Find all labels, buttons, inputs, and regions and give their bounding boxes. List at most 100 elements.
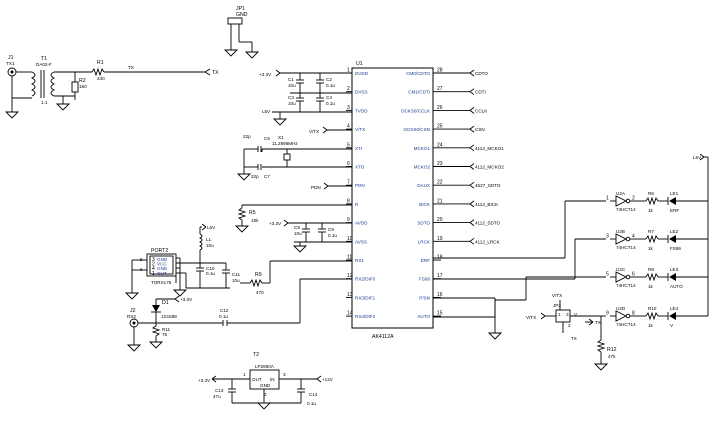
led-ref: LE4 [670,306,679,311]
r11-value: 75 [162,332,168,337]
u1-pin-num: 19 [437,236,443,242]
u1-pin-name: PDN [355,183,365,188]
net-port-arrow-icon [469,219,475,226]
r9-resistor [249,278,263,288]
jp2-ref: JP2 [553,303,561,308]
u1-pin-name: OCKS0/CCLK [401,108,431,113]
power-l5v-label: L5V [262,109,271,114]
net-port-arrow-icon [469,144,475,152]
t2-body [249,369,280,390]
net-label: 4527_SDTO [475,183,501,188]
j1-label: TX1 [6,61,15,66]
resistor-ref: R10 [648,306,657,311]
led-ref: LE1 [670,191,679,196]
u1-pin-num: 12 [347,273,353,279]
port2-ref: PORT2 [151,248,168,254]
u1-pin-num: 9 [347,217,350,223]
d1-part: 1S1588 [161,314,177,319]
u1-pin-num: 17 [437,273,443,279]
r5-value: 18k [251,218,259,223]
u1-pin-num: 10 [347,236,353,242]
port2-pin6: 6 [140,267,143,272]
t2-part: LP2950A [255,364,275,369]
ground-symbol [236,173,252,181]
pdn-label: PDN [311,185,321,190]
l1-value: 10u [206,243,214,248]
tx-net-label: TX [128,65,134,70]
resistor-icon [645,272,659,282]
r11-ref: R11 [162,327,171,332]
u1-pin-num: 13 [347,292,353,298]
u1-pin-name: TVDD [355,108,368,113]
c5-value: 22p [243,134,251,139]
u1-pin-num: 20 [437,217,443,223]
c12-ref: C12 [220,308,229,313]
u1-pin-name: RX2/DIF0 [355,277,376,282]
inverter-in-pin: 3 [606,234,609,240]
c4-value: 0.1u [326,101,335,106]
u1-pin-num: 1 [347,68,350,74]
led-signal-label: AUTO [670,284,683,289]
r1-resistor [91,67,105,77]
c9-value: 0.1u [328,233,337,238]
u1-pin-num: 26 [437,105,443,111]
c11-value: 10u [232,278,240,283]
u1-pin-name: OCKS0/CSN [403,127,430,132]
u1-pin-name: AUTO [417,314,430,319]
c3-ref: C3 [288,95,294,100]
x1-ref: X1 [278,135,284,140]
ground-symbol [272,118,288,126]
port2-part: TORX176 [151,280,172,285]
u1-pin-num: 15 [437,311,443,317]
u1-pin-num: 4 [347,124,350,130]
c10-value: 0.1u [206,271,215,276]
inverter-ref: U2B [616,229,625,234]
vtx-label: V/TX [309,129,319,134]
u1-pin-name: RX3/DIF1 [355,295,376,300]
u1-pin-name: XTO [355,165,365,170]
net-port-arrow-icon [469,200,475,208]
resistor-ref: R6 [648,191,654,196]
u1-pin-num: 24 [437,142,443,148]
u1-pin-num: 21 [437,198,443,204]
jp2-num1: 1 [558,312,561,317]
u1-body [351,67,434,329]
u1-pin-name: CM1/CDTI [408,90,430,95]
u1-pin-name: BICK [419,202,431,207]
r5-ref: R5 [249,210,256,216]
u1-pin-num: 25 [437,124,443,130]
c8-value: 10u [294,231,302,236]
ground-symbol [234,225,250,233]
u1-pin-name: MCKO2 [414,165,431,170]
t2-pin-gnd: GND [260,383,271,388]
u1-pin-name: DAUX [417,183,430,188]
inverter-in-pin: 1 [606,196,609,202]
power-33v-label: +3.3V [269,221,282,226]
r2-resistor [71,81,79,93]
r9-value: 470 [256,290,264,295]
inverter-part: 74HCT14 [616,322,636,327]
u1-pin-num: 16 [437,292,443,298]
net-label: 4112_MCKO1 [475,146,504,151]
u1-pin-name: AVSS [355,239,367,244]
resistor-icon [645,196,659,206]
led-signal-label: ERF [670,208,679,213]
net-port-arrow-icon [469,181,475,189]
power-l5v-label: L5V [693,155,702,160]
t1-part: DA02-F [36,62,52,67]
resistor-icon [645,311,659,321]
u1-pin-name: R [355,202,359,207]
ground-symbol [172,289,188,297]
led-signal-label: FS96 [670,246,681,251]
inverter-gate-icon [615,195,628,207]
u1-pin-num: 22 [437,180,443,186]
c12-value: 0.1u [219,314,228,319]
u1-pin-name: SDTO [417,221,430,226]
r5-resistor [237,207,247,221]
port2-pin-name: GND [157,266,168,271]
c1-ref: C1 [288,77,294,82]
tx-port-arrow-icon [204,68,211,76]
inverter-in-pin: 9 [606,311,609,317]
ground-symbol [292,245,308,253]
